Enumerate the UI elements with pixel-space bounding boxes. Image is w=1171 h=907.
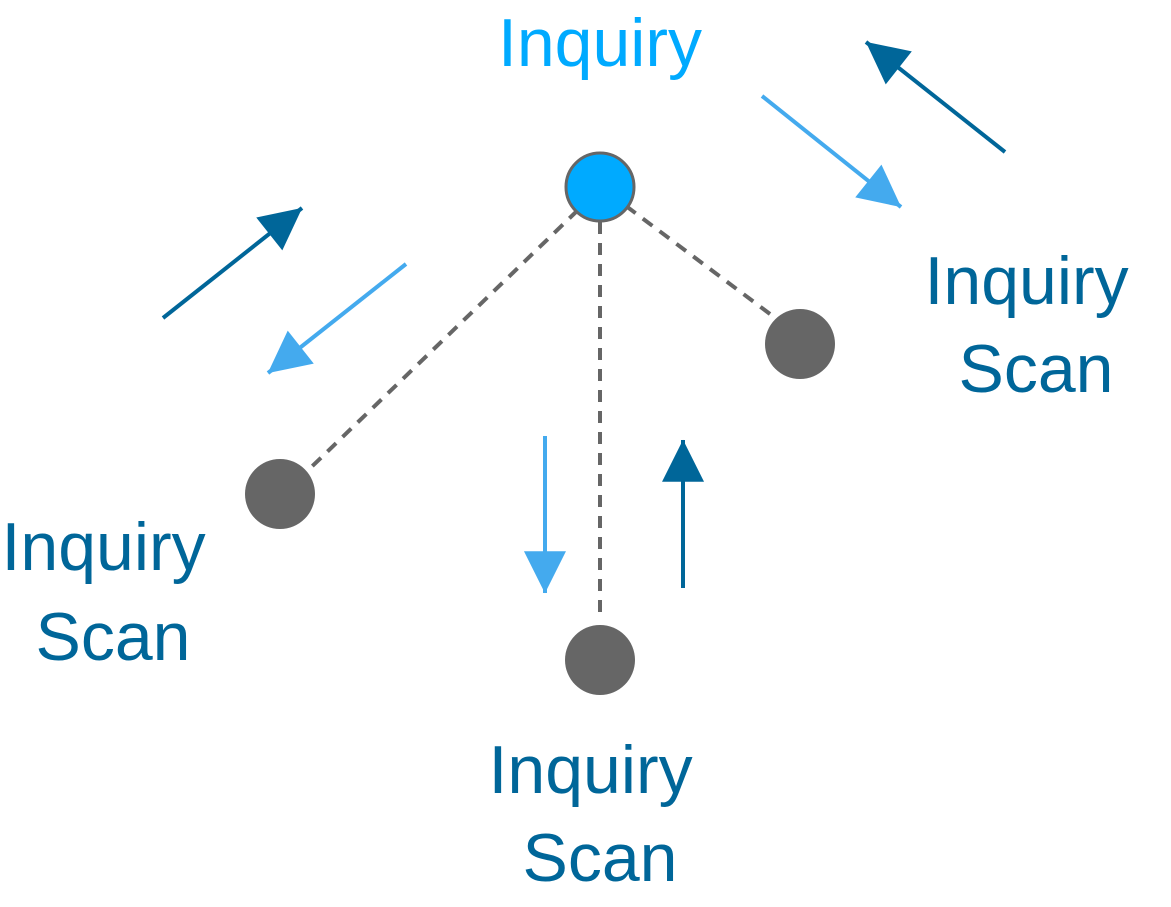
scan-node-bottom [565,625,635,695]
inquiry-label: Inquiry [498,5,702,81]
response-arrow-right [864,40,1007,154]
scan-label-bottom-line-1: Inquiry [488,732,692,808]
scan-label-left: Inquiry Scan [1,509,224,675]
scan-node-left [245,459,315,529]
scan-label-left-line-1: Inquiry [1,509,205,585]
scan-label-right: Inquiry Scan [924,243,1147,407]
response-arrow-left [161,206,304,320]
scan-node-right [765,309,835,379]
scan-label-left-line-2: Scan [36,599,191,675]
scan-label-bottom: Inquiry Scan [488,732,711,896]
inquiry-node [564,151,636,223]
link-right [624,204,784,325]
scan-label-right-line-1: Inquiry [924,243,1128,319]
request-arrow-right [760,94,903,209]
link-left [298,208,580,480]
scan-label-bottom-line-2: Scan [523,820,678,896]
scan-label-right-line-2: Scan [959,331,1114,407]
request-arrow-left [266,262,408,375]
